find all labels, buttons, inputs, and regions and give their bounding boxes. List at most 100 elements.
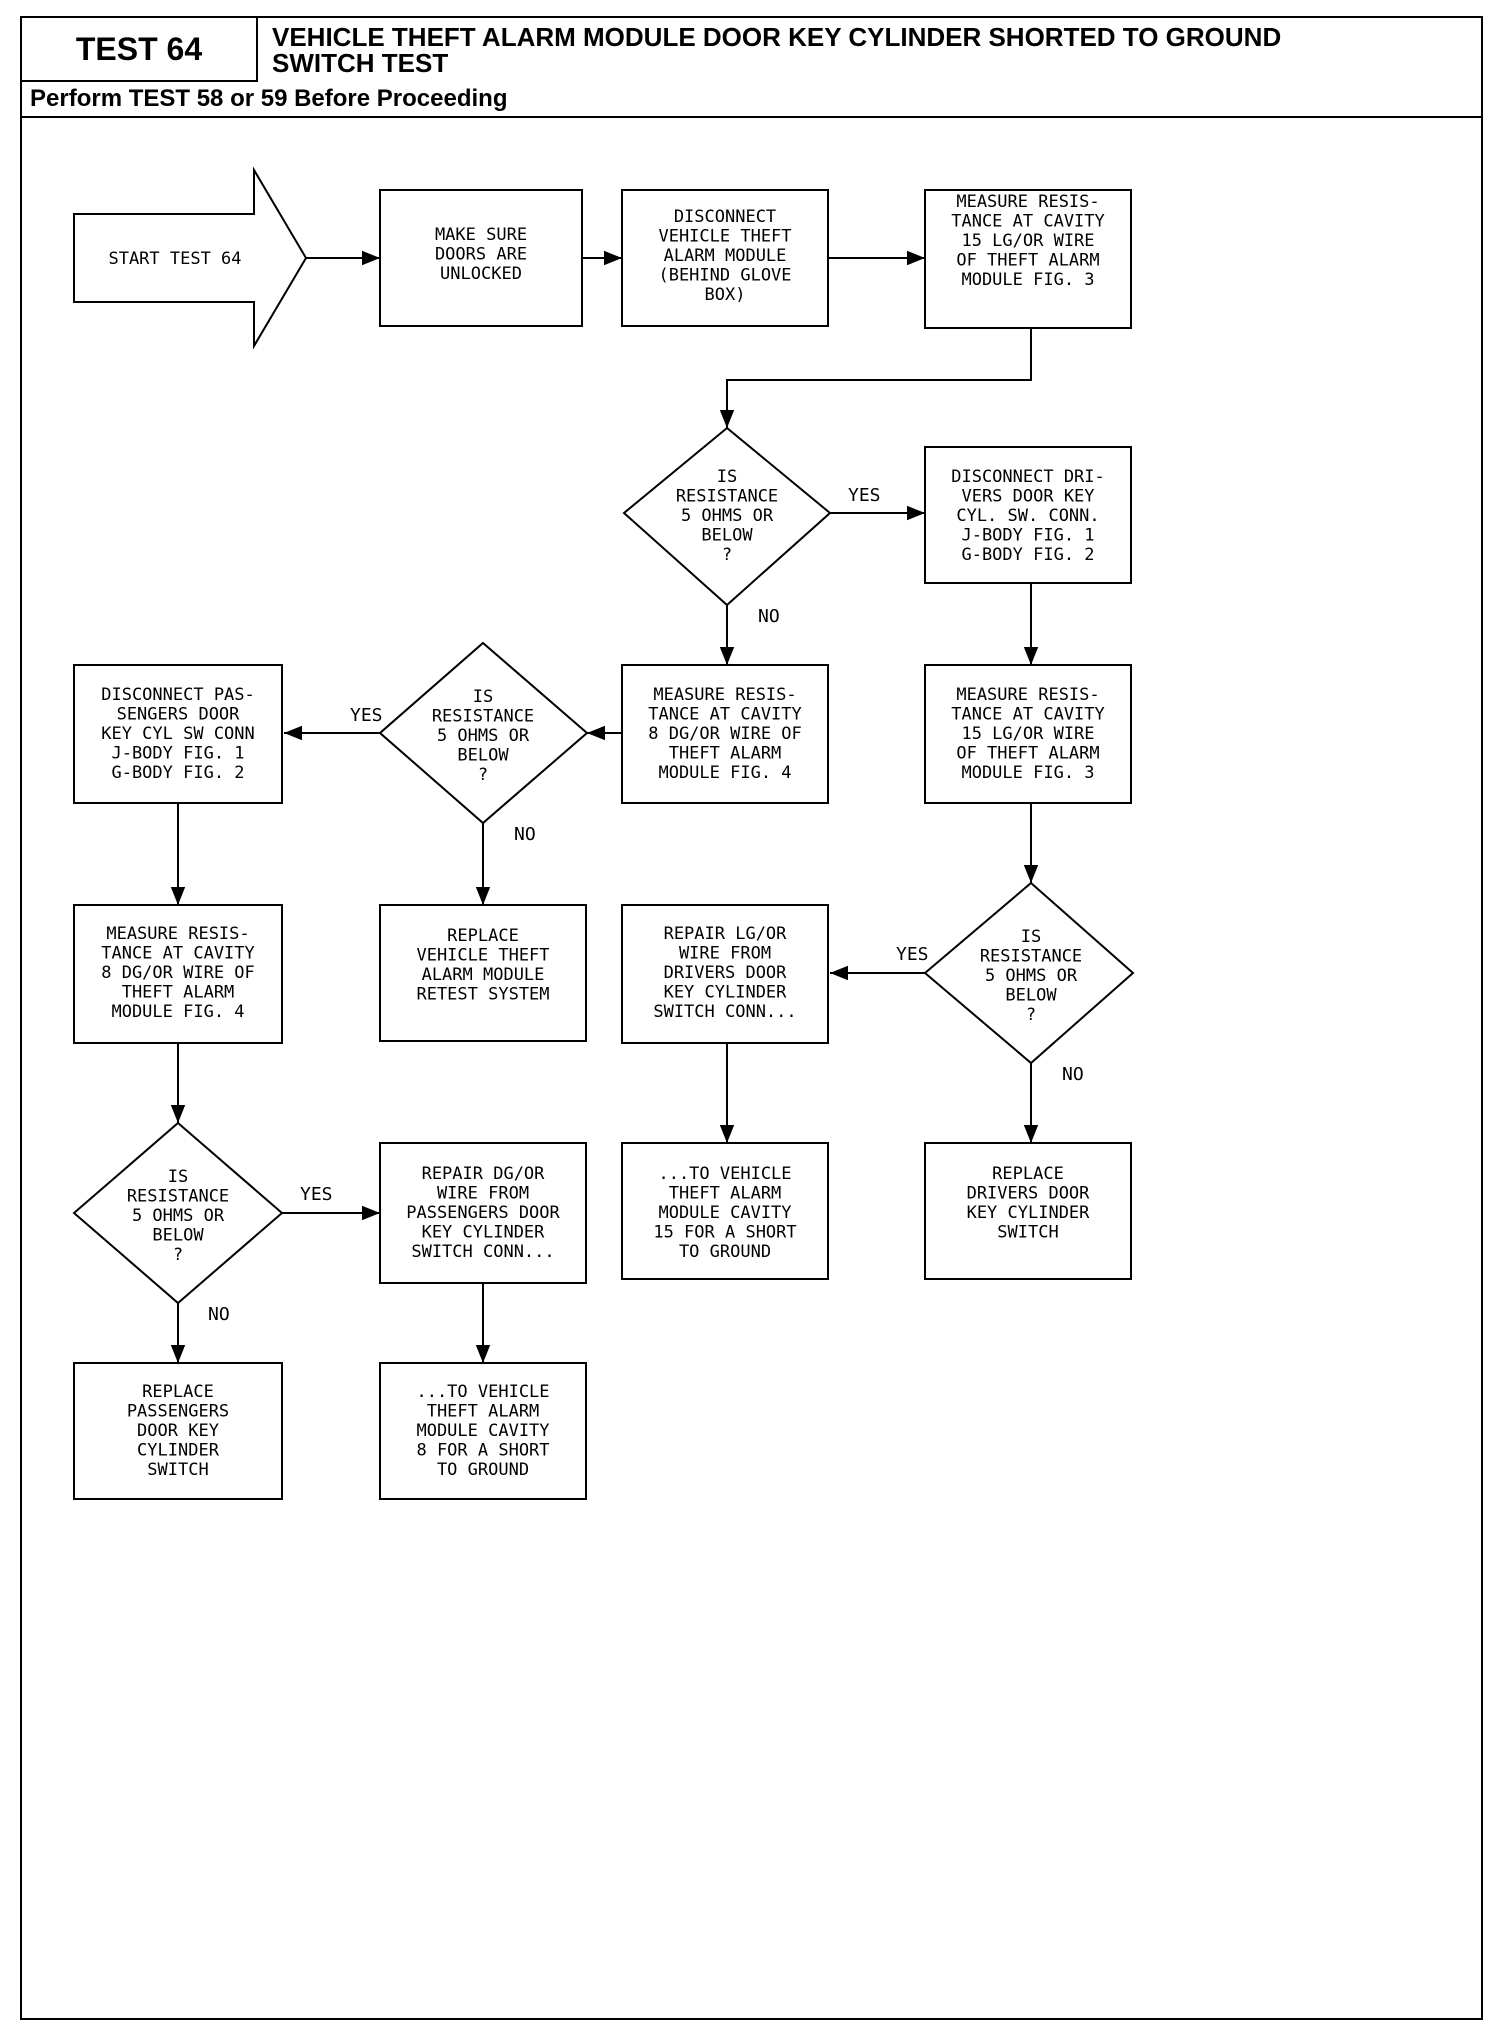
d4-no-label: NO [208,1304,230,1325]
d1-yes-label: YES [848,485,881,506]
d4-line: IS [168,1167,188,1187]
b5-line: MEASURE RESIS- [653,685,796,705]
b10-line: SWITCH CONN... [653,1002,796,1022]
b7-line: 15 LG/OR WIRE [961,724,1094,744]
b14-line: SWITCH [147,1460,208,1480]
prerequisite-note: Perform TEST 58 or 59 Before Proceeding [30,85,508,112]
test-title: VEHICLE THEFT ALARM MODULE DOOR KEY CYLI… [272,24,1452,76]
d4-line: BELOW [152,1226,204,1246]
b11-line: THEFT ALARM [669,1184,782,1204]
d3-yes-label: YES [896,944,929,965]
d1-line: BELOW [701,526,753,546]
box-b1 [379,189,583,327]
start-line: START TEST 64 [108,249,241,269]
b6-line: J-BODY FIG. 1 [111,744,244,764]
d2-line: IS [473,687,493,707]
box-b7 [924,664,1132,804]
d1-line: RESISTANCE [676,487,778,507]
d3-line: IS [1021,927,1041,947]
decision-d1 [622,426,832,607]
d2-no-label: NO [514,824,536,845]
b12-line: DRIVERS DOOR [967,1184,1091,1204]
b14-line: DOOR KEY [137,1421,219,1441]
b11-line: MODULE CAVITY [658,1203,791,1223]
d4-line: ? [173,1245,183,1265]
box-b8 [379,904,587,1042]
start-arrow-shape [73,166,308,350]
b5-line: 8 DG/OR WIRE OF [648,724,802,744]
b7-line: TANCE AT CAVITY [951,705,1105,725]
b1-line: UNLOCKED [440,264,522,284]
b10-line: REPAIR LG/OR [664,924,788,944]
b13-line: PASSENGERS DOOR [406,1203,560,1223]
d2-yes-label: YES [350,705,383,726]
decision-d2 [378,641,589,825]
b7-line: OF THEFT ALARM [956,744,1099,764]
b2-line: (BEHIND GLOVE [658,266,791,286]
box-b9 [73,904,283,1044]
b11-line: 15 FOR A SHORT [653,1223,796,1243]
b7-line: MODULE FIG. 3 [961,763,1094,783]
b12-line: REPLACE [992,1164,1064,1184]
b8-line: VEHICLE THEFT [416,946,549,966]
b11-line: ...TO VEHICLE [658,1164,791,1184]
b10-line: DRIVERS DOOR [664,963,788,983]
b15-line: ...TO VEHICLE [416,1382,549,1402]
d3-line: 5 OHMS OR [985,966,1078,986]
b3-line: MODULE FIG. 3 [961,270,1094,290]
b11-line: TO GROUND [679,1242,771,1262]
b2-line: DISCONNECT [674,207,776,227]
b13-line: REPAIR DG/OR [422,1164,546,1184]
b5-line: THEFT ALARM [669,744,782,764]
b2-line: VEHICLE THEFT [658,227,791,247]
b9-line: MEASURE RESIS- [106,924,249,944]
d2-line: RESISTANCE [432,707,534,727]
d3-line: RESISTANCE [980,947,1082,967]
d2-line: ? [478,765,488,785]
header-divider [22,116,1481,118]
b9-line: 8 DG/OR WIRE OF [101,963,255,983]
box-b12 [924,1142,1132,1280]
b8-line: RETEST SYSTEM [416,985,549,1005]
b15-line: MODULE CAVITY [416,1421,549,1441]
d3-line: BELOW [1005,986,1057,1006]
box-b14 [73,1362,283,1500]
b3-line: 15 LG/OR WIRE [961,231,1094,251]
b5-line: TANCE AT CAVITY [648,705,802,725]
test-page: TEST 64 VEHICLE THEFT ALARM MODULE DOOR … [20,16,1483,2020]
box-b15 [379,1362,587,1500]
b14-line: REPLACE [142,1382,214,1402]
d4-line: 5 OHMS OR [132,1206,225,1226]
b6-line: KEY CYL SW CONN [101,724,255,744]
b10-line: KEY CYLINDER [664,983,788,1003]
test-number: TEST 64 [22,18,258,82]
b13-line: WIRE FROM [437,1184,529,1204]
b6-line: SENGERS DOOR [117,705,241,725]
d1-line: IS [717,467,737,487]
b4-line: CYL. SW. CONN. [956,506,1099,526]
b13-line: KEY CYLINDER [422,1223,546,1243]
b4-line: DISCONNECT DRI- [951,467,1105,487]
b8-line: REPLACE [447,926,519,946]
b14-line: CYLINDER [137,1441,220,1461]
b12-line: KEY CYLINDER [967,1203,1091,1223]
box-b11 [621,1142,829,1280]
d3-no-label: NO [1062,1064,1084,1085]
b15-line: THEFT ALARM [427,1402,540,1422]
d4-yes-label: YES [300,1184,333,1205]
b2-line: ALARM MODULE [664,246,787,266]
box-b4 [924,446,1132,584]
b5-line: MODULE FIG. 4 [658,763,791,783]
